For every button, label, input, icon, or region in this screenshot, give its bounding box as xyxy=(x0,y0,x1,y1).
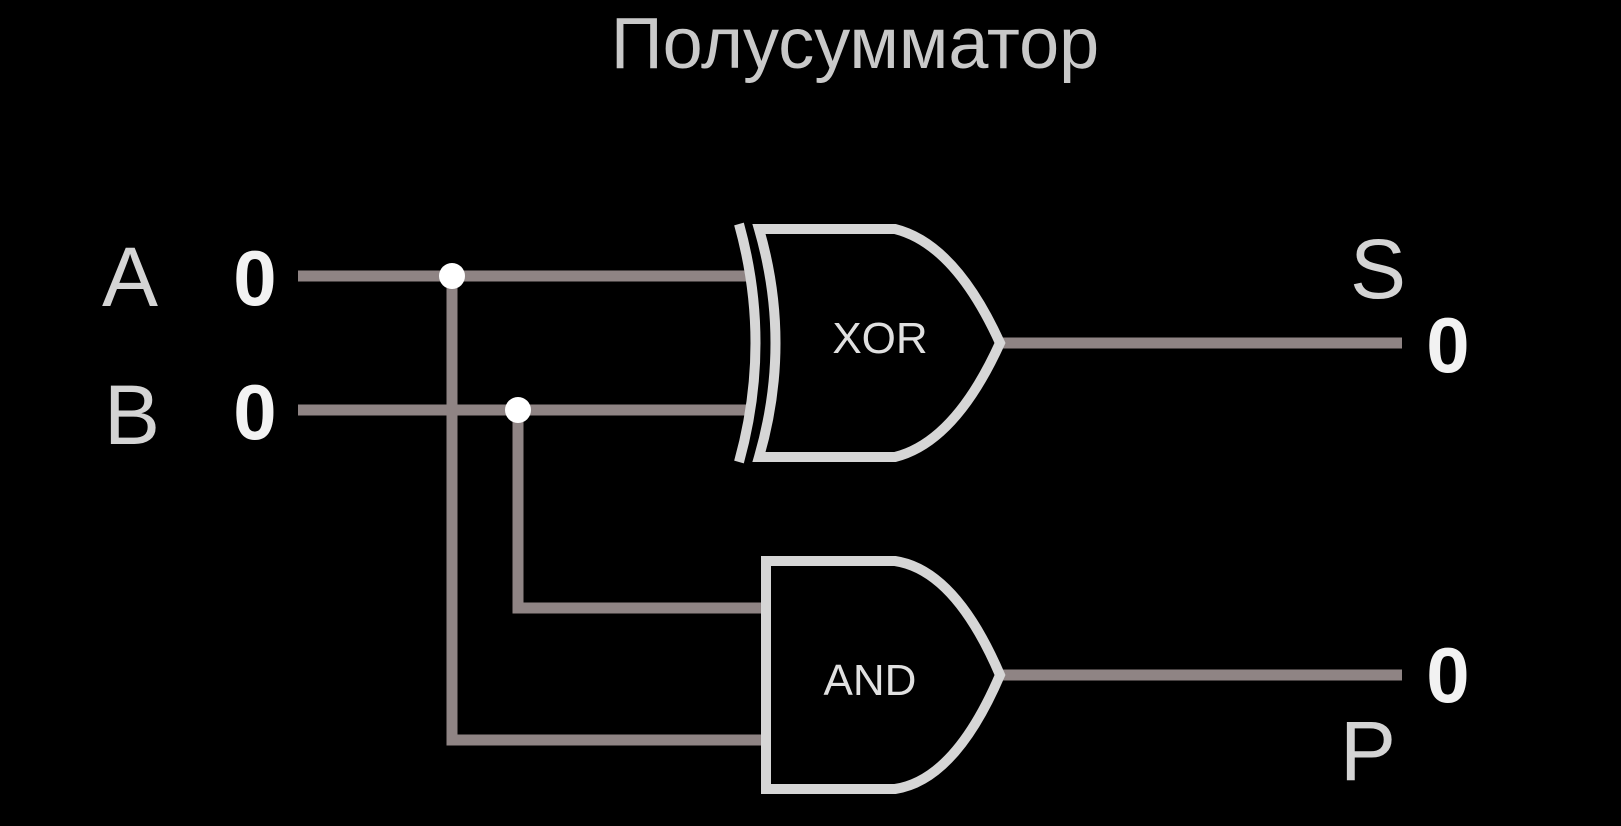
and-gate-body xyxy=(761,556,1006,794)
input-a-value[interactable]: 0 xyxy=(233,234,276,322)
and-gate: AND xyxy=(761,556,1006,794)
wires xyxy=(298,270,1402,746)
wire-a-to-and xyxy=(446,276,764,746)
junction-b xyxy=(505,397,531,423)
xor-input-arc xyxy=(734,222,761,464)
output-p-value: 0 xyxy=(1426,631,1469,719)
input-b-value[interactable]: 0 xyxy=(233,368,276,456)
output-s-label: S xyxy=(1350,222,1406,316)
input-a-label: A xyxy=(102,230,158,324)
xor-gate: XOR xyxy=(734,222,1006,464)
wire-b-to-and xyxy=(512,410,764,614)
output-s-value: 0 xyxy=(1426,301,1469,389)
page-title: Полусумматор xyxy=(611,4,1099,84)
input-b-label: B xyxy=(104,368,160,462)
xor-gate-body xyxy=(752,224,1006,462)
xor-gate-label: XOR xyxy=(832,314,927,363)
output-p-label: P xyxy=(1340,704,1396,798)
and-gate-label: AND xyxy=(824,656,917,705)
junction-a xyxy=(439,263,465,289)
